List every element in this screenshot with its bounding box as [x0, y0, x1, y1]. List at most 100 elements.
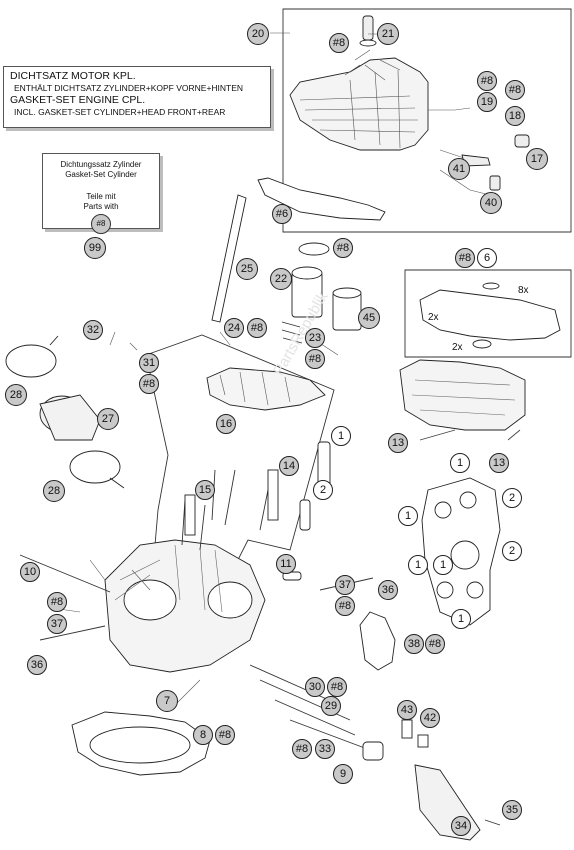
tube-45-top [332, 287, 362, 299]
long-bolt-25 [211, 194, 247, 323]
oil-fill-plug-17 [514, 134, 530, 148]
callout-part[interactable]: 27 [97, 408, 119, 430]
callout-part[interactable]: 1 [331, 426, 351, 446]
callout-part[interactable]: 2 [502, 541, 522, 561]
callout-part[interactable]: 43 [397, 700, 417, 720]
callout-ref[interactable]: #8 [333, 238, 353, 258]
callout-ref[interactable]: #8 [335, 596, 355, 616]
spark-plug-seal-2 [472, 339, 492, 349]
callout-part[interactable]: 1 [450, 453, 470, 473]
callout-part[interactable]: 28 [43, 480, 65, 502]
callout-ref[interactable]: #8 [247, 318, 267, 338]
callout-part[interactable]: 1 [451, 609, 471, 629]
callout-part[interactable]: 1 [408, 555, 428, 575]
spark-plug-tube-22-top [291, 266, 323, 280]
callout-ref[interactable]: #8 [477, 71, 497, 91]
cylinder-set-line-4: Parts with [83, 202, 119, 211]
valve-guide-2 [299, 499, 311, 531]
bolt-35 [484, 819, 501, 826]
o-ring-38 [359, 611, 396, 671]
callout-part[interactable]: 1 [433, 555, 453, 575]
callout-part[interactable]: 40 [480, 192, 502, 214]
head-bolt-10 [19, 554, 111, 593]
callout-part[interactable]: 35 [502, 800, 522, 820]
callout-part[interactable]: 38 [404, 634, 424, 654]
callout-ref[interactable]: #8 [47, 592, 67, 612]
exhaust-port [207, 581, 253, 619]
callout-part[interactable]: 30 [305, 677, 325, 697]
quantity-label: 2x [428, 312, 439, 323]
intake-boot-27-body [39, 394, 101, 441]
callout-part[interactable]: 11 [276, 554, 296, 574]
callout-part[interactable]: 16 [216, 414, 236, 434]
gasket-set-line-2: ENTHÄLT DICHTSATZ ZYLINDER+KOPF VORNE+HI… [14, 83, 244, 93]
callout-part[interactable]: 13 [388, 433, 408, 453]
valve-spring-15 [184, 494, 196, 536]
seal-ring-22 [298, 242, 330, 256]
bolt-43 [401, 719, 413, 739]
callout-part[interactable]: 33 [315, 739, 335, 759]
callout-ref[interactable]: #8 [327, 677, 347, 697]
callout-part[interactable]: 1 [398, 506, 418, 526]
callout-part[interactable]: 15 [195, 480, 215, 500]
cover-screw-40 [489, 175, 501, 191]
callout-part[interactable]: 29 [321, 696, 341, 716]
callout-ref[interactable]: #8 [505, 80, 525, 100]
callout-part[interactable]: 10 [20, 562, 40, 582]
callout-part[interactable]: 24 [224, 318, 244, 338]
quantity-label: 2x [452, 342, 463, 353]
gasket-set-line-3: GASKET-SET ENGINE CPL. [10, 94, 146, 106]
callout-part[interactable]: 19 [477, 92, 497, 112]
callout-part[interactable]: 36 [378, 580, 398, 600]
callout-part[interactable]: 2 [313, 480, 333, 500]
callout-ref[interactable]: #8 [329, 33, 349, 53]
cylinder-set-line-3: Teile mit [86, 192, 116, 201]
callout-part[interactable]: 28 [5, 384, 27, 406]
callout-part[interactable]: 20 [247, 23, 269, 45]
callout-part[interactable]: 9 [333, 764, 353, 784]
callout-ref[interactable]: #6 [272, 204, 292, 224]
callout-part[interactable]: 42 [420, 708, 440, 728]
callout-part[interactable]: 36 [27, 655, 47, 675]
callout-part[interactable]: 2 [502, 488, 522, 508]
callout-part[interactable]: 31 [139, 353, 159, 373]
cam-housing-bolts [419, 429, 521, 441]
callout-part[interactable]: 22 [270, 268, 292, 290]
bolt-36-left [39, 625, 106, 641]
gasket-set-engine-box: DICHTSATZ MOTOR KPL. ENTHÄLT DICHTSATZ Z… [3, 66, 271, 128]
callout-part[interactable]: 37 [335, 575, 355, 595]
callout-part[interactable]: 25 [236, 258, 258, 280]
callout-ref[interactable]: #8 [305, 349, 325, 369]
callout-part[interactable]: 34 [451, 816, 471, 836]
cylinder-set-badge: #8 [91, 214, 111, 234]
callout-part[interactable]: 32 [83, 320, 103, 340]
callout-part[interactable]: 8 [193, 725, 213, 745]
callout-ref[interactable]: #8 [139, 374, 159, 394]
gasket-set-line-1: DICHTSATZ MOTOR KPL. [10, 70, 136, 82]
callout-part[interactable]: 6 [477, 248, 497, 268]
callout-part[interactable]: 41 [448, 158, 470, 180]
callout-ref[interactable]: #8 [455, 248, 475, 268]
callout-ref[interactable]: #8 [425, 634, 445, 654]
gasket-set-line-4: INCL. GASKET-SET CYLINDER+HEAD FRONT+REA… [14, 107, 226, 117]
callout-part[interactable]: 37 [47, 614, 67, 634]
callout-part[interactable]: 23 [305, 328, 325, 348]
callout-part[interactable]: 18 [505, 106, 525, 126]
stud-bolts [249, 664, 371, 751]
gasket-bore-4 [436, 581, 454, 599]
callout-part[interactable]: 17 [526, 148, 548, 170]
callout-ref[interactable]: #8 [215, 725, 235, 745]
cover-bolt-21 [362, 15, 374, 41]
bolt-42 [417, 734, 429, 748]
callout-part[interactable]: 13 [489, 453, 509, 473]
callout-ref[interactable]: #8 [292, 739, 312, 759]
callout-part[interactable]: 14 [279, 456, 299, 476]
gasket-bore-3 [450, 540, 480, 570]
callout-part[interactable]: 7 [156, 690, 178, 712]
callout-part[interactable]: 45 [358, 307, 380, 329]
callout-part[interactable]: 99 [84, 237, 106, 259]
cam-housing-right [399, 359, 526, 431]
callout-part[interactable]: 21 [377, 23, 399, 45]
